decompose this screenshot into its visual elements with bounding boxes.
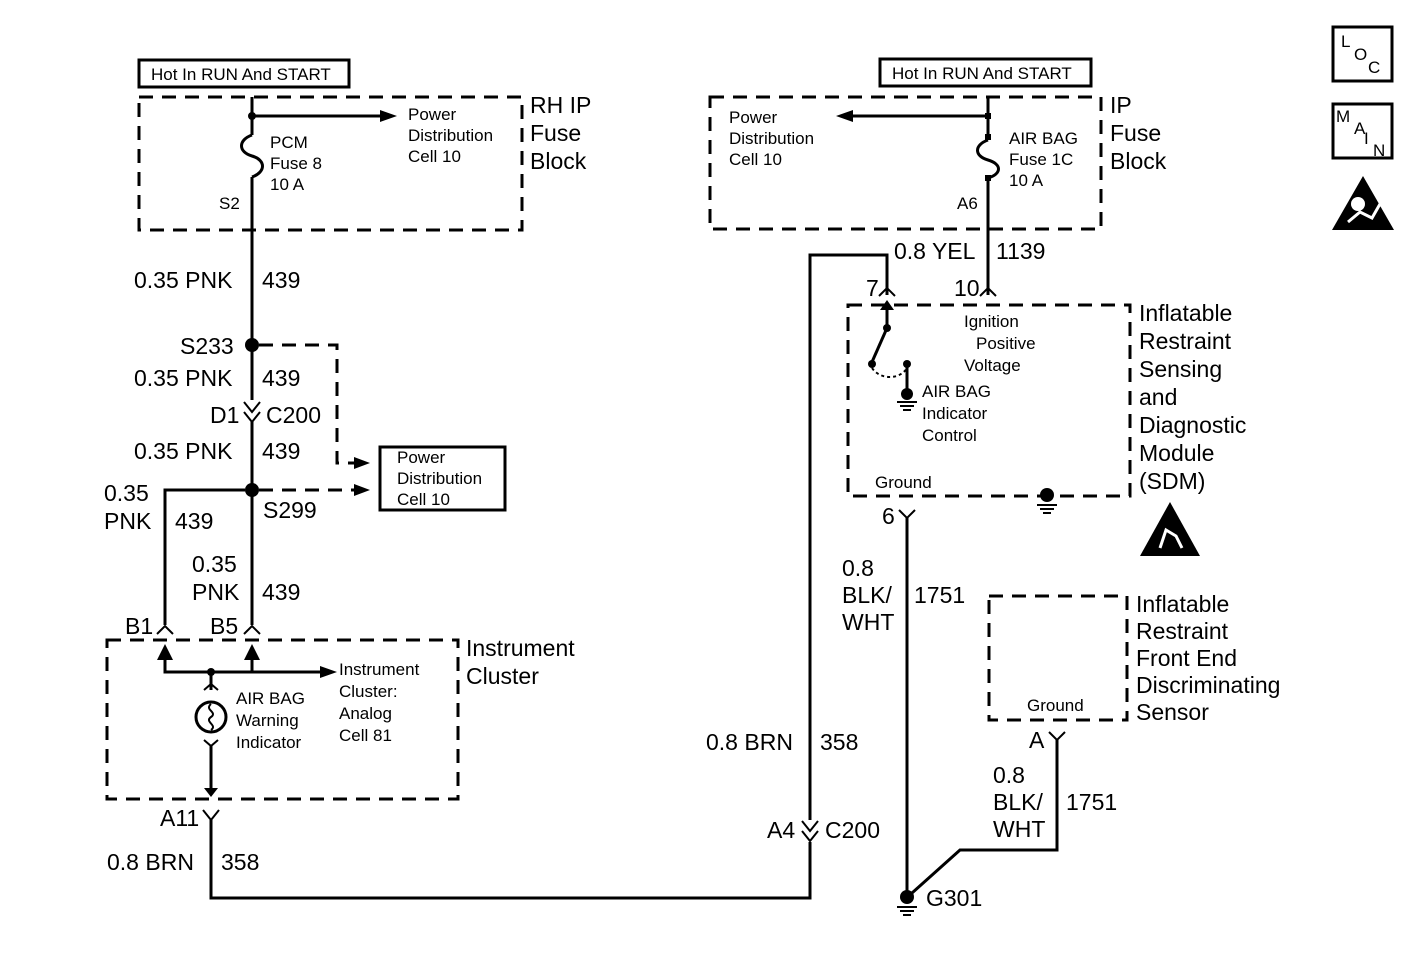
svg-text:L: L [1341,32,1350,51]
main-icon[interactable]: M A I N [1331,102,1394,160]
arrow-icon [354,457,370,469]
sensor-outline [987,594,1129,722]
ground-g301-label: G301 [926,885,982,911]
hot-label-left: Hot In RUN And START [137,58,351,89]
wire-blk1-circuit: 1751 [914,582,965,608]
arrow-icon [320,666,337,678]
wire-a-gauge: 0.35 PNK [134,267,233,293]
svg-text:M: M [1336,107,1350,126]
wire-brn-gauge: 0.8 BRN [706,729,793,755]
wire-c-gauge: 0.35 PNK [134,438,233,464]
arrow-icon [836,110,853,122]
pin-a: A [1029,727,1045,753]
airbag-fuse-label: AIR BAG Fuse 1C 10 A [1009,129,1083,190]
pin-7: 7 [866,275,879,301]
airbag-indicator-label: AIR BAG Warning Indicator [236,689,310,752]
splice-s299-label: S299 [263,497,317,523]
connector-pin-a4: A4 [767,817,795,843]
wire-d-gauge: 0.35 PNK [104,480,155,534]
pcm-fuse-label: PCM Fuse 8 10 A [270,133,327,194]
pin-10: 10 [954,275,980,301]
wire-blk2-gauge: 0.8 BLK/ WHT [993,762,1049,842]
splice-s299 [245,483,259,497]
svg-text:A: A [1354,119,1366,138]
fuse-icon [976,138,1000,180]
pdc-top-left-ref[interactable]: Power Distribution Cell 10 [408,105,498,166]
wire-b-circuit: 439 [262,365,300,391]
connector-c200-right-label: C200 [825,817,880,843]
wire-f-circuit: 358 [221,849,259,875]
wire-a-circuit: 439 [262,267,300,293]
cluster-analog-ref[interactable]: Instrument Cluster: Analog Cell 81 [339,660,424,745]
sdm-outline [846,303,1132,498]
connector-c200-right [801,820,819,843]
instrument-cluster-label: Instrument Cluster [466,635,581,689]
wire-brn-circuit: 358 [820,729,858,755]
wire-brn-358 [209,820,812,900]
ground-icon [1037,488,1057,514]
svg-text:C: C [1368,58,1380,77]
pdc-box-left[interactable]: Power Distribution Cell 10 [378,445,507,512]
hot-text-right: Hot In RUN And START [892,64,1072,83]
loc-icon[interactable]: L O C [1331,25,1394,83]
pin-b1: B1 [125,613,153,639]
pin-b5: B5 [210,613,238,639]
svg-text:I: I [1364,129,1369,148]
wire-e-gauge: 0.35 PNK [192,551,243,605]
connector-pin-d1: D1 [210,402,239,428]
wire-blk-wht-1751-sensor [910,740,1059,895]
connector-c200-left [243,401,261,424]
connector-c200-label: C200 [266,402,321,428]
wire-c-circuit: 439 [262,438,300,464]
svg-text:Power Distribution: Power Distribution Cell 10 [397,448,487,509]
warning-lamp-icon [194,700,228,734]
wire-blk1-gauge: 0.8 BLK/ WHT [842,555,898,635]
arrow-icon [354,484,370,496]
rh-ip-fuse-block-outline [137,95,524,232]
rh-ip-fuse-block-label: RH IP Fuse Block [530,92,597,174]
sdm-label: Inflatable Restraint Sensing and Diagnos… [1139,300,1253,494]
ip-fuse-block-outline [708,95,1103,231]
splice-s233 [245,338,259,352]
wire-yel-circuit: 1139 [996,238,1045,264]
wire-f-gauge: 0.8 BRN [107,849,194,875]
airbag-warning-icon [1332,176,1394,230]
wire-blk2-circuit: 1751 [1066,789,1117,815]
wire-yel-gauge: 0.8 YEL [894,238,976,264]
svg-text:N: N [1373,141,1385,160]
pin-6: 6 [882,503,895,529]
ignition-positive-label: Ignition Positive Voltage [964,312,1040,375]
indicator-control-label: AIR BAG Indicator Control [922,382,996,445]
splice-s233-label: S233 [180,333,234,359]
ip-fuse-block-label: IP Fuse Block [1110,92,1168,174]
fuse-pin-a6: A6 [957,194,978,213]
arrow-icon [380,110,397,122]
ground-icon [897,388,917,411]
wire-b-gauge: 0.35 PNK [134,365,233,391]
sensor-ground-label: Ground [1027,696,1084,715]
sensor-label: Inflatable Restraint Front End Discrimin… [1136,591,1287,725]
sdm-ground-label: Ground [875,473,932,492]
switch-icon [868,327,911,378]
hot-text-left: Hot In RUN And START [151,65,331,84]
pdc-top-right-ref[interactable]: Power Distribution Cell 10 [729,108,819,169]
wire-d-circuit: 439 [175,508,213,534]
fuse-pin-s2: S2 [219,194,240,213]
fuse-icon [240,133,264,179]
wire-e-circuit: 439 [262,579,300,605]
esd-warning-icon [1140,502,1200,556]
ground-g301-icon[interactable] [897,890,917,916]
pin-a11: A11 [160,805,199,831]
svg-text:O: O [1354,45,1367,64]
hot-label-right: Hot In RUN And START [878,57,1093,88]
